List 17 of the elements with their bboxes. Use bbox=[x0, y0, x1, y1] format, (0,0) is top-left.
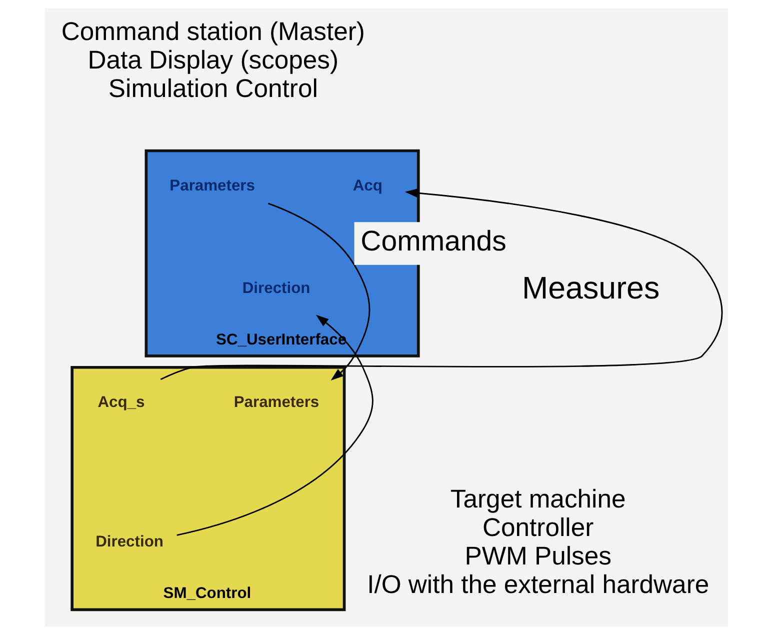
arrow bbox=[267, 202, 370, 381]
node-label: I/O with the external hardware bbox=[366, 571, 709, 600]
node-text: Acq_s bbox=[97, 394, 144, 411]
node-label: Data Display (scopes) bbox=[87, 46, 338, 75]
node-label: Simulation Control bbox=[108, 75, 318, 104]
node-text: Parameters bbox=[233, 394, 319, 411]
node-label: Controller bbox=[482, 514, 594, 542]
arrow bbox=[160, 188, 722, 380]
node-label: PWM Pulses bbox=[464, 542, 611, 571]
node-label: Command station (Master) bbox=[60, 18, 364, 46]
node-text: Direction bbox=[242, 280, 310, 297]
node-label: Target machine bbox=[450, 486, 626, 514]
label: Measures bbox=[522, 270, 660, 306]
arrow bbox=[176, 314, 373, 536]
node-text: Parameters bbox=[169, 177, 255, 194]
node-text: Direction bbox=[95, 534, 163, 551]
node-text: Acq bbox=[352, 177, 382, 194]
